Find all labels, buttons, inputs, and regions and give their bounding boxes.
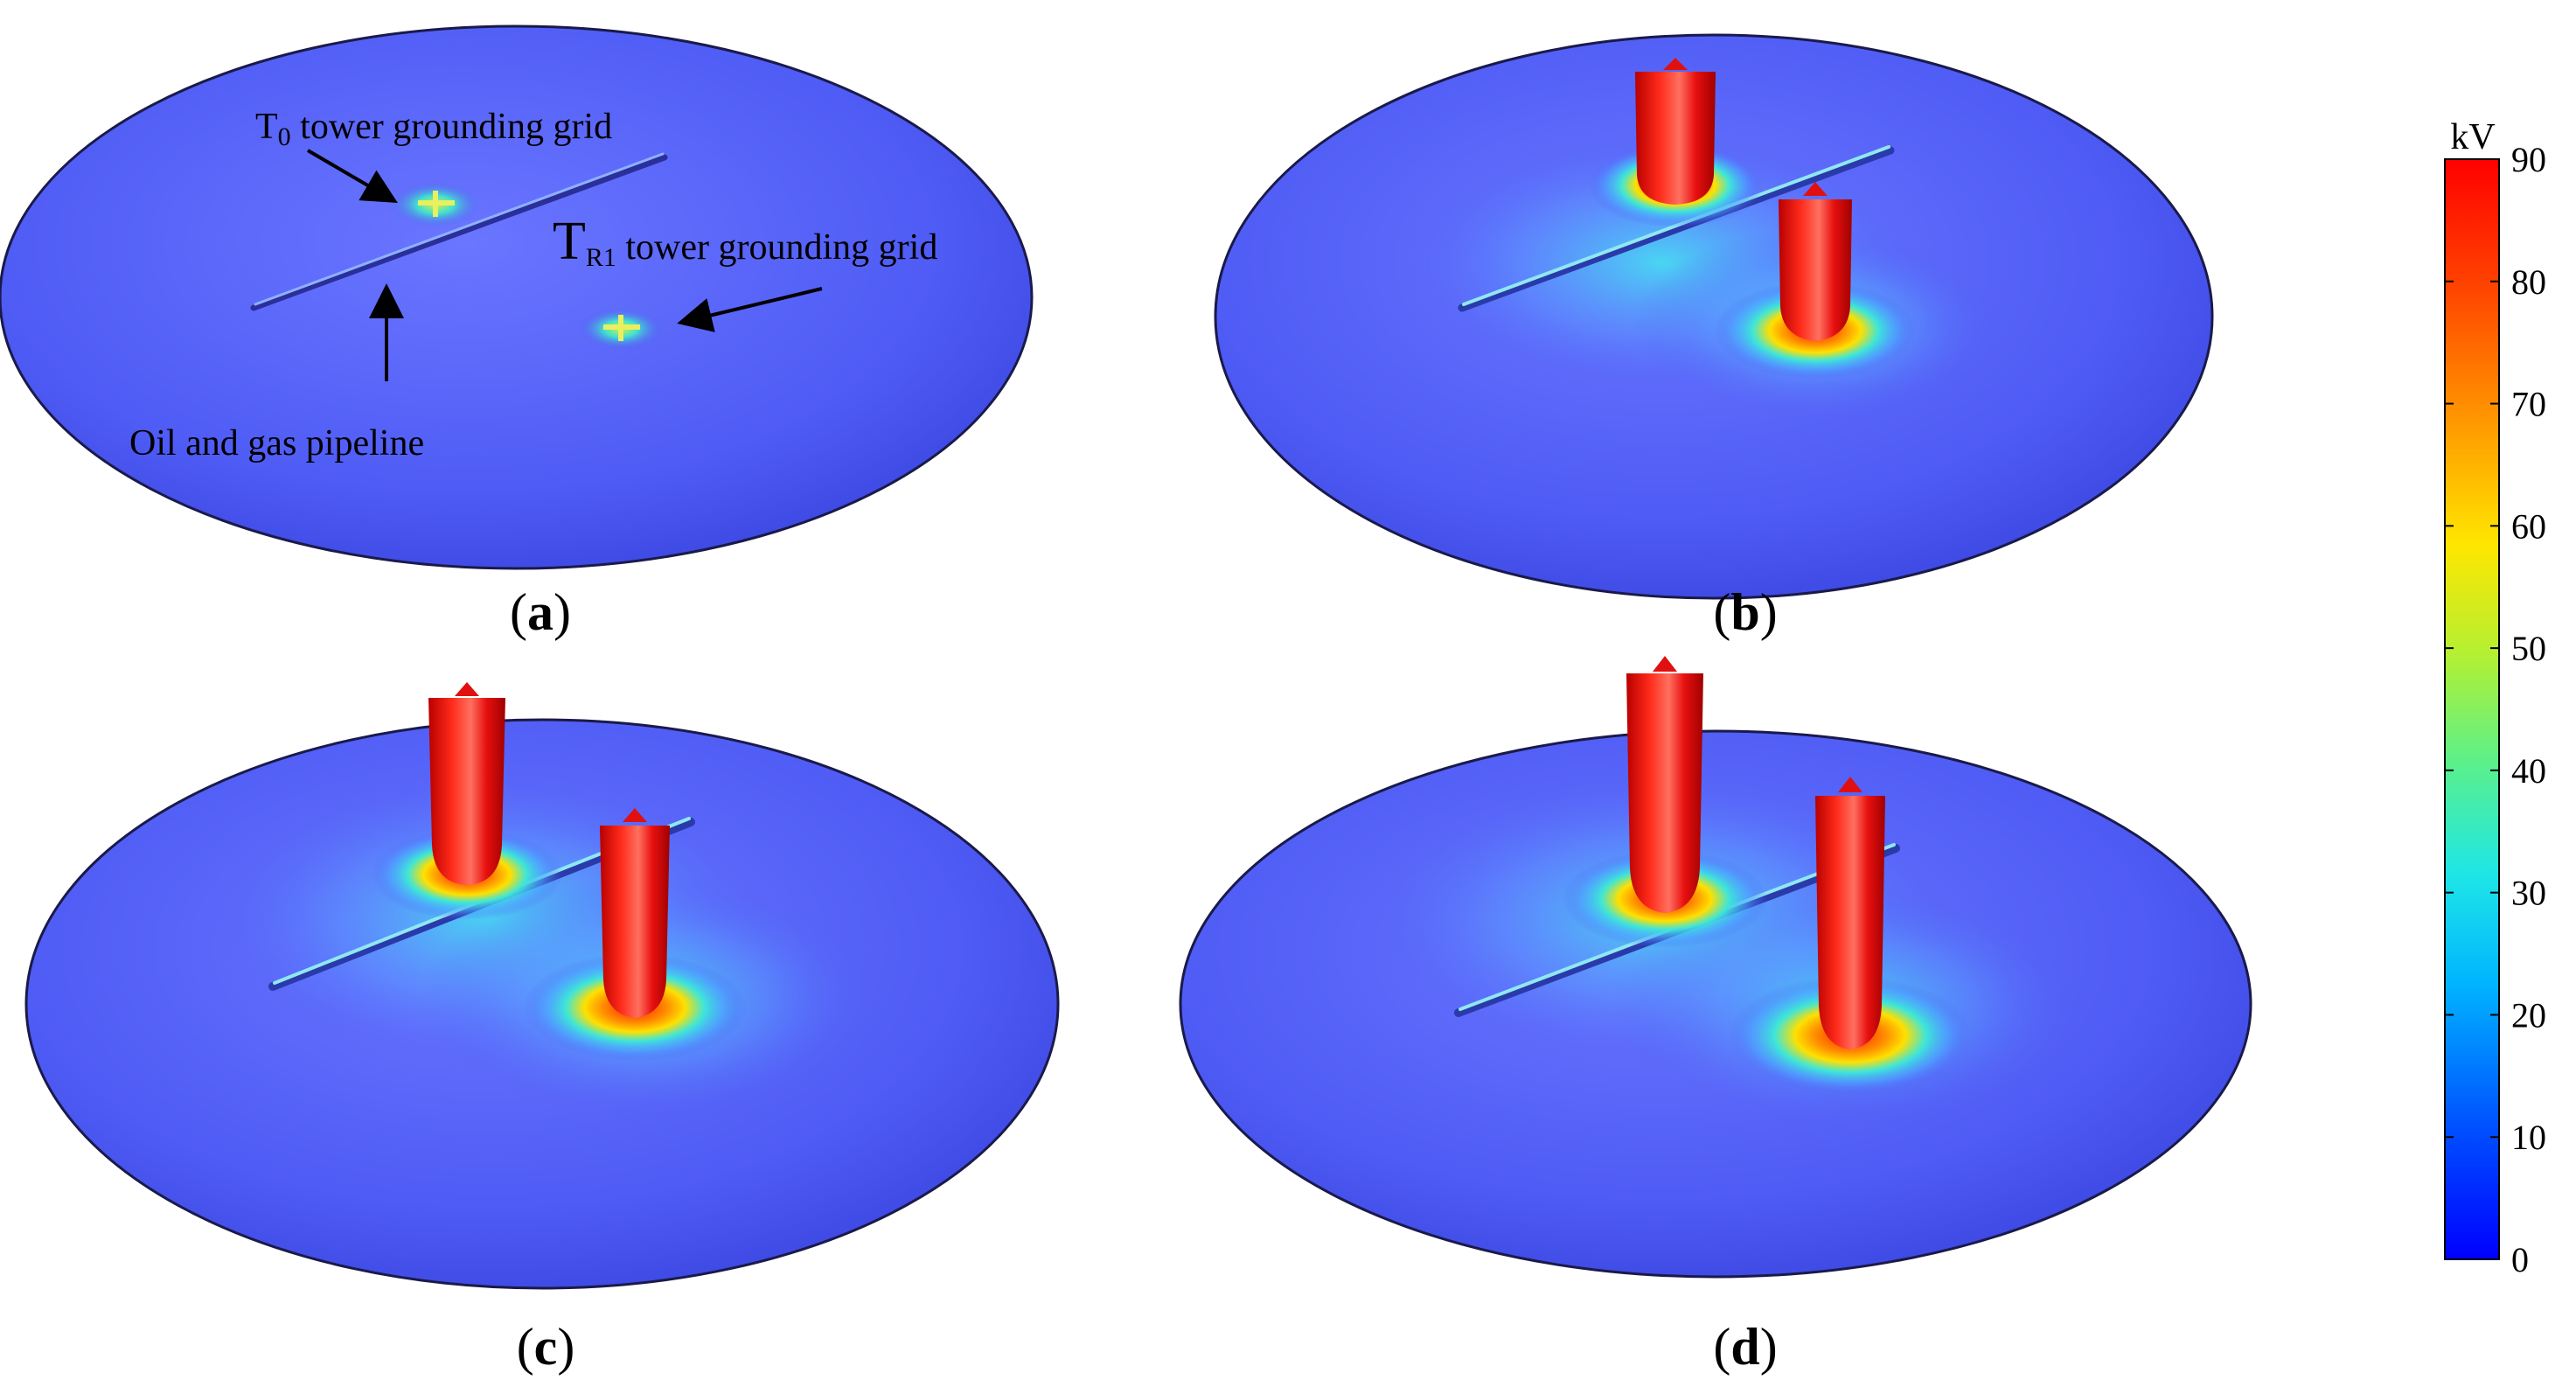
colorbar-tick-label: 70 bbox=[2511, 385, 2546, 424]
colorbar: kV 0 10 20 30 40 50 60 70 80 90 bbox=[2444, 117, 2546, 1279]
ground-disk bbox=[0, 24, 1034, 570]
t0-potential-peak bbox=[1635, 72, 1716, 205]
tr1-potential-peak bbox=[1779, 199, 1852, 341]
t0-arrow bbox=[306, 149, 398, 204]
panel-c: (c) bbox=[24, 682, 1060, 1376]
pipeline-annotation: Oil and gas pipeline bbox=[129, 423, 424, 463]
tr1-potential-peak bbox=[600, 826, 670, 1018]
panel-b: (b) bbox=[1214, 33, 2214, 641]
colorbar-tick-label: 10 bbox=[2511, 1118, 2546, 1157]
pipeline bbox=[250, 154, 668, 311]
tr1-annotation: TR1 tower grounding grid bbox=[553, 212, 937, 272]
t0-potential-peak bbox=[1626, 673, 1703, 913]
colorbar-tick-label: 0 bbox=[2511, 1240, 2529, 1279]
colorbar-tick-label: 30 bbox=[2511, 874, 2546, 913]
colorbar-tick-label: 40 bbox=[2511, 751, 2546, 791]
panel-label-a: (a) bbox=[510, 583, 571, 641]
colorbar-tick-label: 50 bbox=[2511, 629, 2546, 668]
panel-a: T0 tower grounding grid TR1 tower ground… bbox=[0, 24, 1034, 641]
panel-label-b: (b) bbox=[1713, 583, 1777, 641]
colorbar-tick-label: 20 bbox=[2511, 995, 2546, 1035]
colorbar-gradient bbox=[2444, 158, 2500, 1260]
colorbar-tick-label: 90 bbox=[2511, 140, 2546, 179]
tr1-potential-peak bbox=[1815, 796, 1885, 1049]
colorbar-tick-label: 80 bbox=[2511, 262, 2546, 302]
t0-potential-peak bbox=[428, 698, 505, 885]
colorbar-unit: kV bbox=[2450, 117, 2495, 157]
pipeline bbox=[1458, 146, 1895, 312]
tr1-arrow bbox=[677, 287, 823, 332]
panel-d: (d) bbox=[1179, 656, 2252, 1376]
panel-label-d: (d) bbox=[1713, 1318, 1777, 1376]
t0-annotation: T0 tower grounding grid bbox=[255, 107, 612, 151]
colorbar-tick-label: 60 bbox=[2511, 506, 2546, 546]
panel-label-c: (c) bbox=[517, 1318, 575, 1376]
